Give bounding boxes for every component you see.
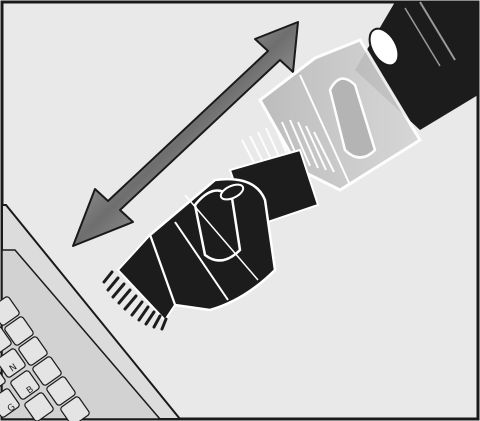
brush-bristles: [102, 270, 168, 331]
laptop-keyboard: [0, 296, 90, 421]
key-label-b: B: [25, 385, 36, 397]
laptop: G B N: [0, 204, 183, 421]
dusting-brush-icon: [102, 177, 277, 331]
double-headed-arrow-icon: [72, 21, 299, 247]
key-label-n: N: [8, 362, 19, 374]
key-label-g: G: [6, 402, 17, 414]
